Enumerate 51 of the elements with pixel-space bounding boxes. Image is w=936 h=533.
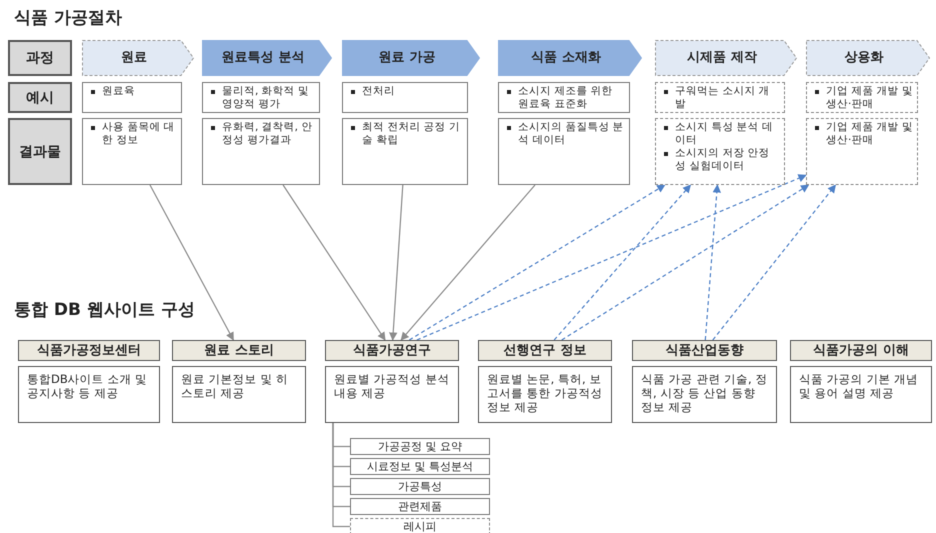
- table-cell: 유화력, 결착력, 안정성 평가결과: [202, 118, 320, 185]
- process-step-header: 원료 가공: [342, 40, 480, 76]
- arrow: [149, 184, 234, 341]
- process-step-header: 원료: [82, 40, 194, 76]
- process-step-header: 식품 소재화: [498, 40, 642, 76]
- menu-header: 원료 스토리: [172, 340, 306, 361]
- description-box: 원료별 논문, 특허, 보고서를 통한 가공적성 정보 제공: [478, 366, 612, 423]
- arrow: [416, 174, 807, 341]
- arrow: [712, 184, 836, 340]
- menu-header: 식품가공연구: [325, 340, 459, 361]
- table-cell: 기업 제품 개발 및 생산·판매: [806, 82, 918, 113]
- table-cell: 소시지 특성 분석 데이터 소시지의 저장 안정성 실험데이터: [655, 118, 785, 185]
- menu-header: 식품가공정보센터: [18, 340, 160, 361]
- process-step-header: 시제품 제작: [655, 40, 797, 76]
- arrow: [704, 184, 721, 340]
- arrow: [561, 184, 810, 340]
- description-box: 원료 기본정보 및 히스토리 제공: [172, 366, 306, 423]
- table-cell: 물리적, 화학적 및 영양적 평가: [202, 82, 320, 113]
- table-cell: 구워먹는 소시지 개발: [655, 82, 785, 113]
- table-cell: 사용 품목에 대한 정보: [82, 118, 182, 185]
- row-header: 예시: [8, 82, 72, 113]
- title: 식품 가공절차: [14, 7, 122, 29]
- description-box: 식품 가공의 기본 개념 및 용어 설명 제공: [790, 366, 932, 423]
- description-box: 식품 가공 관련 기술, 정책, 시장 등 산업 동향 정보 제공: [632, 366, 777, 423]
- description-box: 통합DB사이트 소개 및 공지사항 등 제공: [18, 366, 160, 423]
- section-heading: 통합 DB 웹사이트 구성: [14, 299, 195, 321]
- submenu-item: 관련제품: [350, 498, 490, 515]
- table-cell: 원료육: [82, 82, 182, 113]
- connector-line: [332, 423, 350, 528]
- row-header: 결과물: [8, 118, 72, 185]
- arrow: [282, 184, 386, 341]
- description-box: 원료별 가공적성 분석 내용 제공: [325, 366, 459, 423]
- submenu-item: 가공공정 및 요약: [350, 438, 490, 455]
- process-step-header: 원료특성 분석: [202, 40, 332, 76]
- row-header: 과정: [8, 40, 72, 76]
- table-cell: 기업 제품 개발 및 생산·판매: [806, 118, 918, 185]
- table-cell: 소시지의 품질특성 분석 데이터: [498, 118, 630, 185]
- table-cell: 소시지 제조를 위한 원료육 표준화: [498, 82, 630, 113]
- arrow: [400, 184, 536, 341]
- arrow: [389, 184, 404, 341]
- menu-header: 식품가공의 이해: [790, 340, 932, 361]
- table-cell: 최적 전처리 공정 기술 확립: [342, 118, 468, 185]
- submenu-item: 가공특성: [350, 478, 490, 495]
- submenu-item: 시료정보 및 특성분석: [350, 458, 490, 475]
- menu-header: 식품산업동향: [632, 340, 777, 361]
- process-step-header: 상용화: [806, 40, 930, 76]
- submenu-item: 레시피: [350, 518, 490, 533]
- menu-header: 선행연구 정보: [478, 340, 612, 361]
- arrow: [554, 184, 692, 340]
- table-cell: 전처리: [342, 82, 468, 113]
- arrow: [408, 184, 666, 341]
